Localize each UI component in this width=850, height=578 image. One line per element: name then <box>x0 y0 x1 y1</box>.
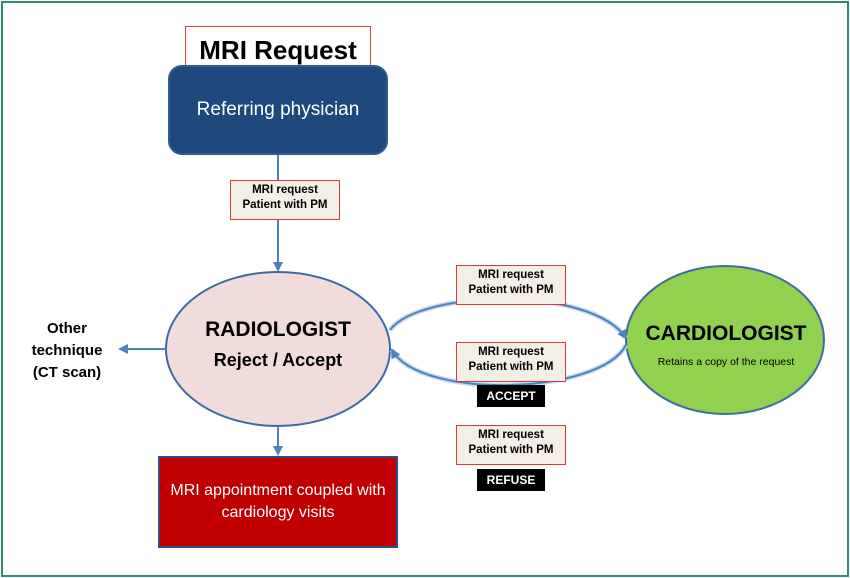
mri-appointment-node: MRI appointment coupled with cardiology … <box>158 456 398 548</box>
tag-line-2: Patient with PM <box>468 361 554 373</box>
tag-line-1: MRI request <box>478 269 544 281</box>
other-technique-line-1: Other <box>46 320 87 337</box>
tag-line-2: Patient with PM <box>242 199 328 211</box>
tag-line-1: MRI request <box>478 429 544 441</box>
accept-badge: ACCEPT <box>477 385 545 407</box>
request-tag-to-cardiologist: MRI request Patient with PM <box>456 265 566 305</box>
cardiologist-node <box>625 265 825 415</box>
cardiologist-title: CARDIOLOGIST <box>645 322 807 345</box>
radiologist-subtitle: Reject / Accept <box>213 350 343 370</box>
other-technique-label: Other technique (CT scan) <box>20 318 114 384</box>
request-tag-referrer: MRI request Patient with PM <box>230 180 340 220</box>
tag-line-1: MRI request <box>478 346 544 358</box>
radiologist-node <box>165 271 391 427</box>
tag-line-1: MRI request <box>252 184 318 196</box>
request-tag-refuse: MRI request Patient with PM <box>456 425 566 465</box>
refuse-badge: REFUSE <box>477 469 545 491</box>
referring-physician-node: Referring physician <box>168 65 388 155</box>
cardiologist-subtitle: Retains a copy of the request <box>657 356 795 368</box>
tag-line-2: Patient with PM <box>468 444 554 456</box>
other-technique-line-2: technique <box>31 342 103 359</box>
request-tag-accept: MRI request Patient with PM <box>456 342 566 382</box>
other-technique-line-3: (CT scan) <box>32 364 102 381</box>
tag-line-2: Patient with PM <box>468 284 554 296</box>
radiologist-title: RADIOLOGIST <box>205 318 351 341</box>
